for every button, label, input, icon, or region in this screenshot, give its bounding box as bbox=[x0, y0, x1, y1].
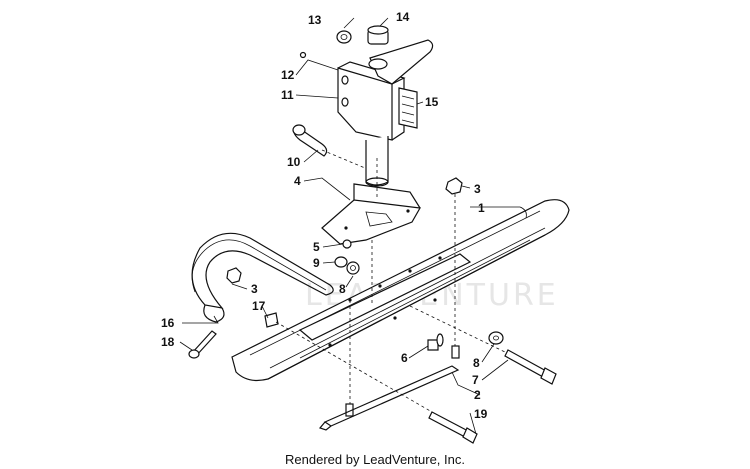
stud-small-a bbox=[451, 345, 460, 359]
label-7: 7 bbox=[472, 373, 479, 387]
leader-lines bbox=[179, 17, 527, 435]
bushing-10 bbox=[292, 124, 328, 157]
saddle-4 bbox=[321, 183, 421, 245]
bolt-7 bbox=[504, 349, 557, 385]
bushing-17 bbox=[264, 312, 279, 328]
label-2: 2 bbox=[474, 388, 481, 402]
bolt-19 bbox=[428, 411, 478, 444]
ski-loop bbox=[191, 232, 334, 323]
bolt-6 bbox=[427, 333, 444, 351]
label-13: 13 bbox=[308, 13, 322, 27]
label-3a: 3 bbox=[474, 182, 481, 196]
nut-3b bbox=[226, 267, 242, 284]
label-12: 12 bbox=[281, 68, 295, 82]
label-5: 5 bbox=[313, 240, 320, 254]
washer-8b bbox=[488, 331, 504, 345]
label-16: 16 bbox=[161, 316, 175, 330]
label-1: 1 bbox=[478, 201, 485, 215]
cap-14 bbox=[367, 25, 389, 45]
label-6: 6 bbox=[401, 351, 408, 365]
label-17: 17 bbox=[252, 299, 266, 313]
label-8a: 8 bbox=[339, 282, 346, 296]
spindle bbox=[337, 39, 434, 187]
label-4: 4 bbox=[294, 174, 301, 188]
decal-15 bbox=[398, 87, 418, 129]
label-3b: 3 bbox=[251, 282, 258, 296]
label-9: 9 bbox=[313, 256, 320, 270]
label-19: 19 bbox=[474, 407, 488, 421]
label-11: 11 bbox=[281, 88, 294, 102]
label-10: 10 bbox=[287, 155, 301, 169]
wear-bar-2 bbox=[318, 365, 460, 431]
nut-13 bbox=[336, 30, 352, 44]
label-8b: 8 bbox=[473, 356, 480, 370]
nut-3a bbox=[445, 177, 463, 195]
bolt-5 bbox=[342, 239, 352, 249]
ski-body bbox=[231, 199, 570, 382]
part-labels: 1 2 3 3 4 5 6 7 8 8 9 10 11 12 13 14 15 … bbox=[161, 10, 488, 421]
spacer-9 bbox=[334, 256, 348, 268]
footer-credit: Rendered by LeadVenture, Inc. bbox=[285, 452, 465, 467]
bolt-18 bbox=[188, 330, 217, 359]
washer-8a bbox=[346, 261, 360, 275]
label-14: 14 bbox=[396, 10, 410, 24]
label-15: 15 bbox=[425, 95, 439, 109]
pin-12 bbox=[299, 51, 307, 59]
label-18: 18 bbox=[161, 335, 175, 349]
